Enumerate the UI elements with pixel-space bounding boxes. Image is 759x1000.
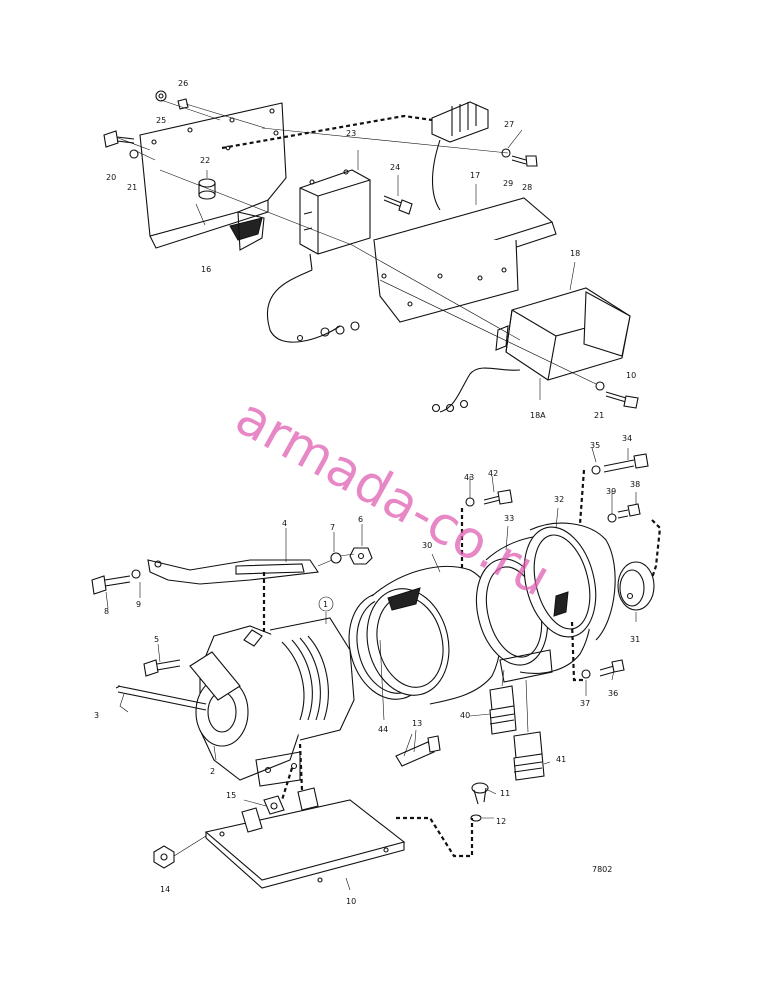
callout-29: 29 — [503, 179, 513, 188]
callout-41: 41 — [556, 755, 566, 764]
callout-26: 26 — [178, 79, 188, 88]
callout-33: 33 — [504, 514, 514, 523]
callout-9: 9 — [136, 600, 141, 609]
callout-44: 44 — [378, 725, 388, 734]
callout-21b: 21 — [594, 411, 604, 420]
regulator-18 — [431, 287, 631, 413]
sleeve-30 — [366, 565, 502, 705]
callout-12: 12 — [496, 817, 506, 826]
callout-7: 7 — [330, 523, 335, 532]
bracket-4 — [147, 559, 319, 585]
nut-14 — [153, 835, 207, 869]
callout-20: 20 — [106, 173, 116, 182]
callout-21a: 21 — [127, 183, 137, 192]
callout-3: 3 — [94, 711, 99, 720]
callout-17: 17 — [470, 171, 480, 180]
bolt-20 — [103, 130, 139, 159]
callout-11: 11 — [500, 789, 510, 798]
washer-7-nut-6 — [317, 547, 373, 567]
bracket-16 — [139, 102, 287, 251]
callout-23: 23 — [346, 129, 356, 138]
callout-2: 2 — [210, 767, 215, 776]
callout-30: 30 — [422, 541, 432, 550]
alternator-2 — [189, 617, 355, 787]
screw-5 — [143, 659, 181, 677]
bolts-34-35-38-39 — [591, 453, 649, 523]
callout-10b: 10 — [346, 897, 356, 906]
callout-28: 28 — [522, 183, 532, 192]
belt-3 — [115, 685, 207, 711]
callout-18: 18 — [570, 249, 580, 258]
bolt-8-washer-9 — [91, 569, 141, 595]
cover-17 — [373, 197, 557, 323]
nut-washer-25-26 — [155, 90, 189, 110]
callout-18a: 18A — [530, 411, 546, 420]
plate-10 — [204, 787, 406, 889]
relay-23 — [267, 169, 371, 343]
screw-24 — [383, 195, 413, 215]
callout-31: 31 — [630, 635, 640, 644]
callout-15: 15 — [226, 791, 236, 800]
callout-34: 34 — [622, 434, 632, 443]
screw-11-washer-12 — [470, 782, 489, 822]
callout-14: 14 — [160, 885, 170, 894]
callout-5: 5 — [154, 635, 159, 644]
callout-10a: 10 — [626, 371, 636, 380]
callout-24: 24 — [390, 163, 400, 172]
bolts-42-43 — [465, 489, 513, 507]
stud-13 — [395, 735, 441, 767]
callout-1: 1 — [323, 600, 328, 609]
callout-43: 43 — [464, 473, 474, 482]
callout-27: 27 — [504, 120, 514, 129]
callout-6: 6 — [358, 515, 363, 524]
shroud-32 — [523, 522, 616, 641]
callout-13: 13 — [412, 719, 422, 728]
callout-36: 36 — [608, 689, 618, 698]
callout-38: 38 — [630, 480, 640, 489]
callout-37: 37 — [580, 699, 590, 708]
bolts-36-37 — [581, 659, 625, 679]
drawing-number: 7802 — [592, 865, 612, 874]
callout-25: 25 — [156, 116, 166, 125]
cap-31 — [617, 561, 655, 611]
callout-1-circle — [318, 596, 334, 612]
fittings-40-41 — [489, 669, 545, 781]
callout-39: 39 — [606, 487, 616, 496]
callout-16: 16 — [201, 265, 211, 274]
callout-32: 32 — [554, 495, 564, 504]
callout-22: 22 — [200, 156, 210, 165]
rectifier-27 — [431, 101, 489, 211]
callout-4: 4 — [282, 519, 287, 528]
spacer-15 — [263, 795, 285, 815]
screw-28-washer-29 — [501, 148, 538, 167]
callout-40: 40 — [460, 711, 470, 720]
callout-42: 42 — [488, 469, 498, 478]
callout-8: 8 — [104, 607, 109, 616]
callout-35: 35 — [590, 441, 600, 450]
screw-19-washer-21 — [595, 381, 639, 409]
